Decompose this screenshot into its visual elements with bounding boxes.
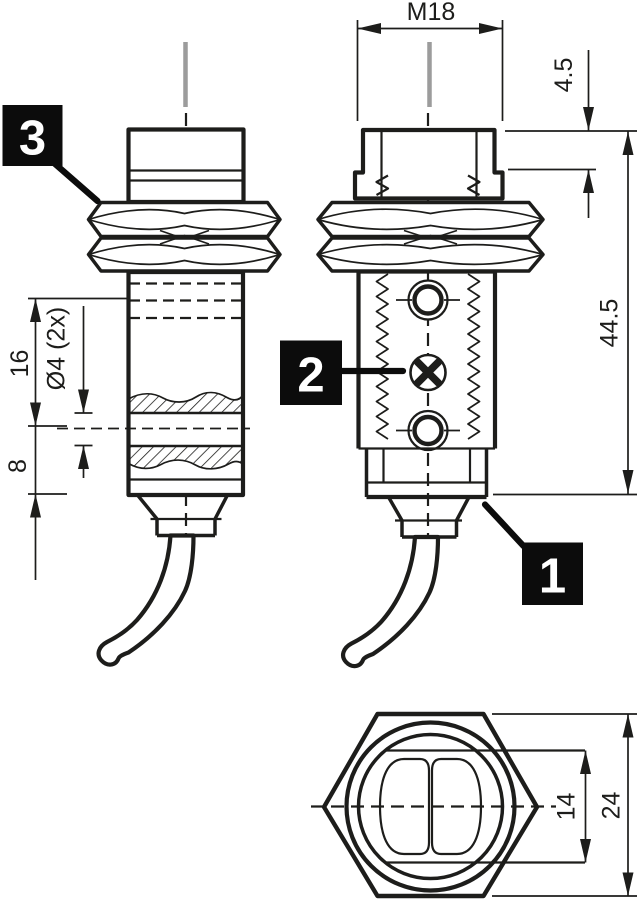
dim-housing-length: 44.5 [596, 299, 624, 348]
dim-thread: M18 [407, 0, 456, 26]
dim-hole-position: 16 [6, 350, 34, 378]
front-view-dimensions: M18 4.5 44.5 [356, 0, 637, 496]
callout-box [280, 340, 342, 405]
hex-nut-upper [316, 200, 545, 240]
side-view [57, 42, 282, 665]
hexagon-outline [321, 711, 540, 899]
thread-cap [126, 127, 246, 205]
callout-number: 3 [19, 112, 46, 166]
hex-nut-lower [86, 234, 282, 273]
face-view: 14 24 [311, 711, 637, 899]
lens-left [378, 757, 431, 856]
adjustment-screw [409, 353, 447, 392]
front-view [316, 42, 545, 666]
cross-slot-icon [413, 358, 443, 387]
callout-number: 2 [297, 349, 324, 403]
dim-lens-width: 14 [553, 793, 581, 821]
mounting-hole-section [57, 391, 250, 470]
callout-3: 3 [2, 105, 101, 205]
callout-leader [481, 501, 527, 550]
dim-hole-to-face: 8 [4, 459, 32, 473]
callout-leader [50, 159, 101, 205]
led-indicator-upper [396, 279, 460, 321]
end-cap [358, 447, 495, 500]
dim-hole-diameter: Ø4 (2x) [43, 307, 71, 390]
dim-width-across-flats: 24 [598, 792, 626, 820]
hex-nut-lower [316, 234, 545, 273]
callout-box [2, 105, 63, 166]
cable [343, 537, 438, 666]
cable-gland [136, 493, 230, 538]
led-indicator-lower [396, 409, 460, 452]
face-view-dimensions: 14 24 [492, 713, 637, 897]
knurled-housing [356, 271, 498, 449]
side-view-dimensions: 16 8 Ø4 (2x) [4, 297, 127, 580]
thread-cap [352, 127, 505, 201]
hex-nut-upper [86, 200, 282, 240]
callout-number: 1 [539, 550, 566, 604]
callout-box [522, 542, 583, 605]
dim-thread-length: 4.5 [550, 58, 578, 93]
callout-1: 1 [481, 501, 583, 605]
cable [99, 536, 194, 665]
callout-2: 2 [280, 340, 407, 405]
